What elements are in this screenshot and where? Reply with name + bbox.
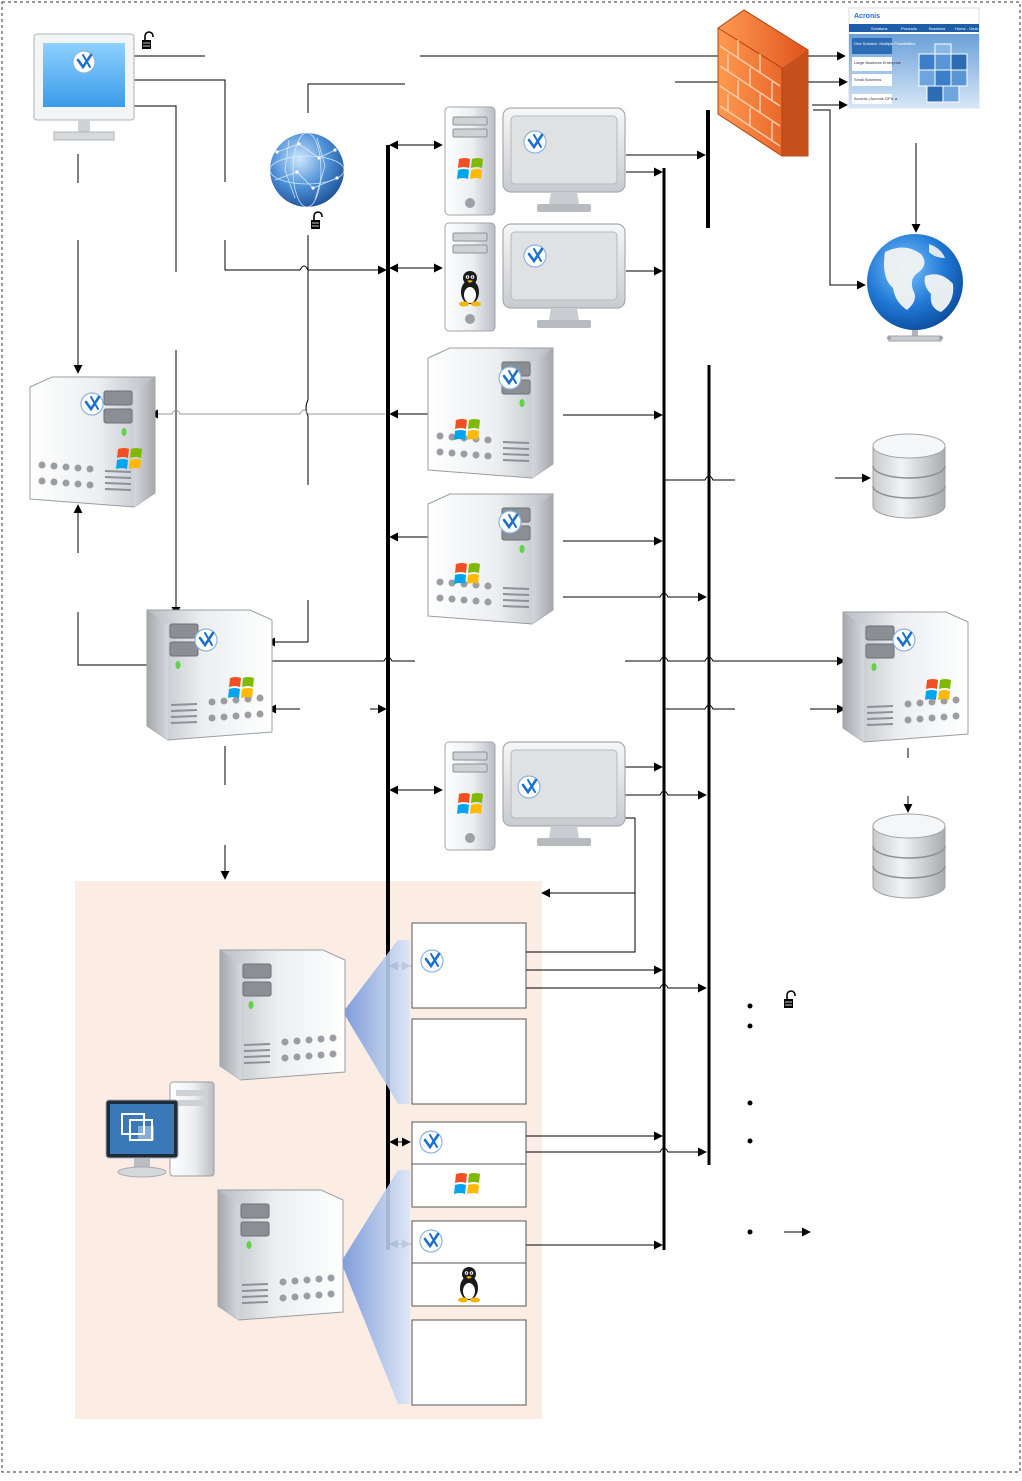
monitor-icon bbox=[502, 107, 626, 213]
acronis-logo bbox=[522, 129, 548, 155]
tower-pc-icon bbox=[444, 222, 496, 332]
acronis-logo bbox=[497, 509, 523, 535]
lock-icon bbox=[783, 990, 796, 1009]
world-globe-icon bbox=[867, 234, 963, 342]
legend-bullet bbox=[747, 1138, 753, 1144]
virtual-machine-icon bbox=[411, 1121, 527, 1208]
website-nav-4: Home - Desk bbox=[955, 26, 978, 31]
legend bbox=[747, 990, 796, 1235]
virtual-machine-icon bbox=[411, 1319, 527, 1406]
website-brand: Acronis bbox=[854, 13, 880, 20]
vm-wedge bbox=[341, 1170, 410, 1404]
tower-server-icon bbox=[29, 376, 156, 508]
database-icon bbox=[872, 433, 946, 519]
website-menu-2: Large Business Enterprise bbox=[854, 60, 902, 65]
website-thumbnail: Acronis Solutions Products Business Home… bbox=[848, 7, 980, 109]
tower-server-icon bbox=[219, 949, 346, 1081]
acronis-logo bbox=[891, 627, 917, 653]
tower-server-icon bbox=[427, 493, 554, 625]
hypervisor-icon bbox=[105, 1081, 215, 1178]
tower-pc-icon bbox=[444, 741, 496, 851]
vm-wedge bbox=[343, 940, 410, 1104]
globe-icon bbox=[269, 132, 345, 208]
acronis-logo bbox=[497, 365, 523, 391]
monitor-icon bbox=[502, 741, 626, 847]
acronis-logo bbox=[418, 1129, 444, 1155]
database-icon bbox=[872, 813, 946, 899]
acronis-logo bbox=[418, 1228, 444, 1254]
tower-server-icon bbox=[217, 1189, 344, 1321]
firewall-icon bbox=[717, 9, 809, 157]
workstation-icon bbox=[33, 33, 135, 141]
website-nav-1: Solutions bbox=[871, 26, 887, 31]
acronis-logo bbox=[79, 391, 105, 417]
legend-bullet bbox=[747, 1100, 753, 1106]
website-nav-3: Business bbox=[929, 26, 945, 31]
monitor-icon bbox=[502, 223, 626, 329]
legend-bullet bbox=[747, 1023, 753, 1029]
acronis-logo bbox=[419, 948, 445, 974]
lock-icon bbox=[141, 31, 154, 50]
website-menu-1: One Solution. Multiple Possibilities. bbox=[854, 41, 916, 46]
cube-graphic bbox=[918, 43, 968, 103]
virtual-machine-icon bbox=[411, 922, 527, 1009]
acronis-logo bbox=[193, 627, 219, 653]
website-menu-3: Small Business bbox=[854, 77, 881, 82]
tower-pc-icon bbox=[444, 106, 496, 216]
tower-server-icon bbox=[427, 347, 554, 479]
legend-bullet bbox=[747, 1229, 753, 1235]
acronis-logo bbox=[516, 774, 542, 800]
lock-icon bbox=[310, 211, 323, 230]
virtual-machine-icon bbox=[411, 1018, 527, 1105]
website-menu-4: Acronis | Acronis GPIL a bbox=[854, 96, 898, 101]
acronis-logo bbox=[522, 243, 548, 269]
website-nav-2: Products bbox=[901, 26, 917, 31]
legend-bullet bbox=[747, 1003, 753, 1009]
virtual-machine-icon bbox=[411, 1220, 527, 1307]
